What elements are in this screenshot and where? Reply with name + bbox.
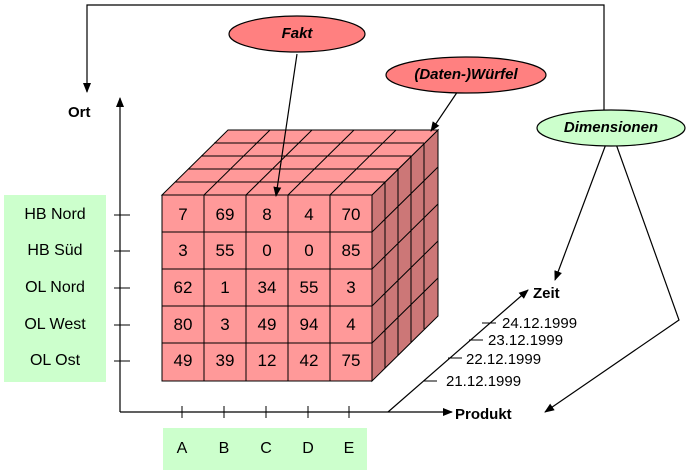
cube-cell: 39: [215, 351, 235, 370]
cube-top-grid: [175, 129, 424, 196]
fact-bubble: [228, 15, 366, 53]
fact-bubble-label: Fakt: [281, 25, 313, 42]
product-label: C: [260, 440, 272, 457]
date-label: 24.12.1999: [502, 315, 578, 332]
cube-front-face: [161, 194, 373, 382]
dimensions-bubble: [536, 109, 686, 147]
location-label: OL Nord: [25, 279, 85, 296]
cube-bubble: [385, 56, 547, 94]
depth-axis-ticks: [423, 322, 496, 382]
cube-cell: 94: [299, 315, 319, 334]
cube-cell: 3: [220, 315, 230, 334]
cube-cell: 12: [257, 351, 277, 370]
cube-cell: 80: [173, 315, 193, 334]
cube-cell: 55: [215, 241, 235, 260]
cube-cell: 75: [341, 351, 361, 370]
cube-cell: 85: [341, 241, 361, 260]
location-label: OL Ost: [29, 352, 81, 369]
dimensions-bubble-label: Dimensionen: [563, 119, 659, 136]
cube-cell: 34: [257, 278, 277, 297]
cube-cell: 3: [346, 278, 356, 297]
cube-front-grid: [162, 195, 372, 381]
date-label: 22.12.1999: [466, 351, 542, 368]
product-label: B: [218, 440, 230, 457]
cube-cell: 70: [341, 205, 361, 224]
location-label: OL West: [24, 316, 86, 333]
vertical-axis-ticks: [114, 214, 130, 362]
cube-cell: 3: [178, 241, 188, 260]
cube-cell: 62: [173, 278, 193, 297]
product-labels-panel: A B C D E: [163, 428, 367, 470]
cube-cell: 69: [215, 205, 235, 224]
cube-cell: 1: [220, 278, 230, 297]
cube-arrow: [430, 87, 461, 132]
location-labels-panel: HB Nord HB Süd OL Nord OL West OL Ost: [4, 195, 106, 382]
product-label: D: [302, 440, 314, 457]
cube-cell: 7: [178, 205, 188, 224]
date-label: 23.12.1999: [488, 332, 564, 349]
dimensions-to-product-arrow: [544, 143, 680, 413]
horizontal-axis-ticks: [181, 406, 350, 418]
product-label: A: [176, 440, 188, 457]
depth-axis: [387, 289, 529, 413]
location-axis-label: Ort: [68, 104, 91, 121]
location-label: HB Nord: [24, 206, 86, 223]
dimensions-to-location-connector: [83, 4, 605, 117]
cube-bubble-label: (Daten-)Würfel: [414, 66, 518, 83]
cube-side-grid: [371, 143, 439, 368]
cube-cell: 4: [304, 205, 314, 224]
fact-arrow: [273, 53, 298, 197]
location-label: HB Süd: [27, 242, 83, 259]
cube-cell: 49: [257, 315, 277, 334]
cube-cell: 49: [173, 351, 193, 370]
cube-cell: 4: [346, 315, 356, 334]
date-label: 21.12.1999: [446, 373, 522, 390]
product-axis-label: Produkt: [455, 406, 512, 423]
cube-cell: 42: [299, 351, 319, 370]
time-axis-label: Zeit: [533, 285, 560, 302]
cube-cell: 0: [262, 241, 272, 260]
cube-cell: 55: [299, 278, 319, 297]
cube-cell: 0: [304, 241, 314, 260]
dimensions-to-time-arrow: [554, 143, 607, 281]
cube-cell: 8: [262, 205, 272, 224]
product-label: E: [343, 440, 355, 457]
